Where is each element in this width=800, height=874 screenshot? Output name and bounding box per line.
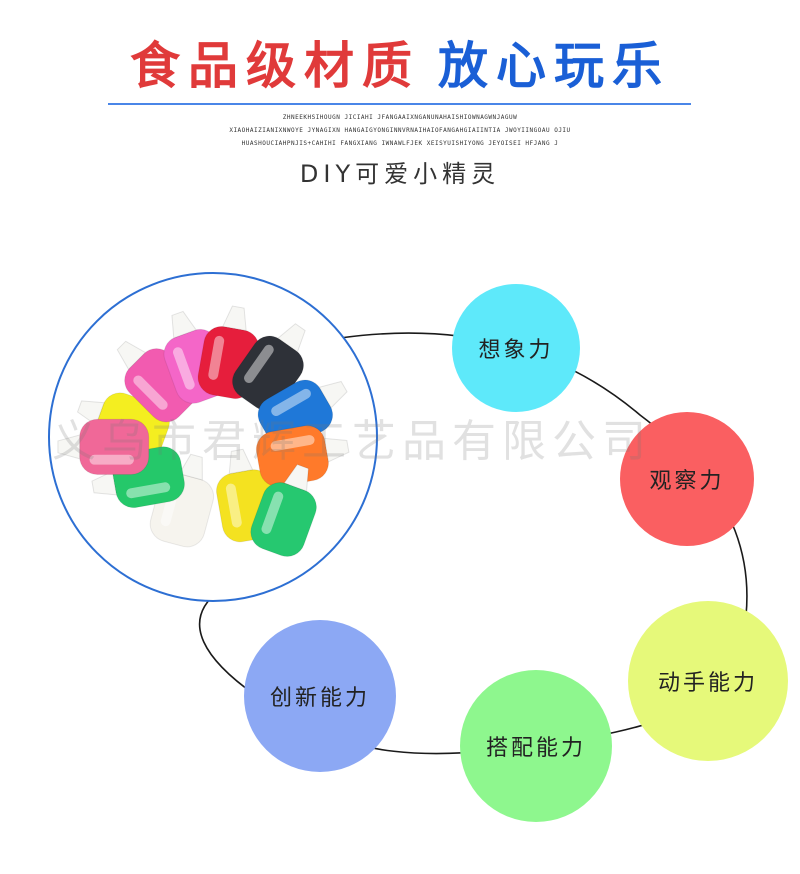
pinyin-line: ZHNEEKHSIHOUGN JICIAHI JFANGAAIXNGANUNAH…	[282, 114, 518, 121]
bubble-label: 想象力	[478, 338, 554, 363]
bubble-innovation: 创新能力	[244, 620, 396, 772]
bubble-matching: 搭配能力	[460, 670, 612, 822]
pinyin-line: XIAOHAIZIANIXNWOYE JYNAGIXN HANGAIGYONGI…	[229, 127, 571, 134]
title-red: 食品级材质	[130, 37, 420, 95]
product-photo	[48, 272, 378, 602]
company-watermark: 义乌市君辉工艺品有限公司	[52, 416, 652, 467]
title-blue: 放心玩乐	[438, 37, 670, 95]
paint-bottle	[250, 463, 317, 557]
subtitle: DIY可爱小精灵	[299, 160, 501, 188]
bubble-label: 观察力	[649, 469, 725, 494]
main-title: 食品级材质放心玩乐	[0, 36, 800, 96]
bubble-observation: 观察力	[620, 412, 754, 546]
title-underline	[108, 103, 691, 105]
paint-bottle	[57, 418, 150, 476]
bubble-label: 创新能力	[269, 686, 370, 711]
paint-bottles-photo	[57, 305, 350, 557]
bubble-hands-on: 动手能力	[628, 601, 788, 761]
bubble-label: 动手能力	[657, 671, 758, 696]
bubble-label: 搭配能力	[485, 736, 586, 761]
bubble-imagination: 想象力	[452, 284, 580, 412]
pinyin-line: HUASHOUCIAHPNJIS+CAHIHI FANGXIANG IWNAWL…	[241, 140, 559, 147]
paint-bottle	[255, 425, 350, 488]
